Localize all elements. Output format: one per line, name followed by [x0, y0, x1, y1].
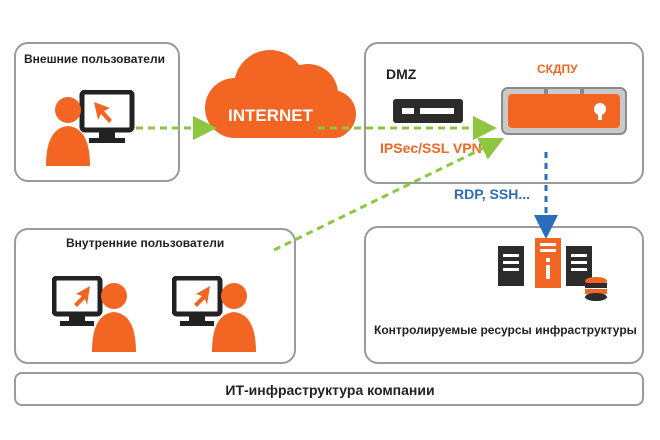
- skdpu-device-icon: [501, 87, 627, 135]
- company-it-box: [14, 372, 644, 406]
- resources-label: Контролируемые ресурсы инфраструктуры: [374, 323, 637, 337]
- internal-users-label: Внутренние пользователи: [66, 236, 225, 250]
- external-users-label: Внешние пользователи: [24, 52, 165, 66]
- dmz-label: DMZ: [386, 66, 417, 82]
- database-icon: [585, 277, 607, 301]
- cloud-icon: [205, 50, 356, 138]
- server-icon: [498, 246, 524, 286]
- firewall-device-icon: [393, 99, 463, 123]
- company-it-label: ИТ-инфраструктура компании: [225, 382, 435, 398]
- rdp-ssh-label: RDP, SSH...: [454, 186, 530, 202]
- user-computer-icon: [52, 276, 136, 352]
- skdpu-label: СКДПУ: [537, 62, 578, 76]
- server-icon: [535, 238, 561, 288]
- vpn-label: IPSec/SSL VPN: [380, 140, 482, 156]
- user-computer-icon: [46, 90, 135, 166]
- user-computer-icon: [172, 276, 256, 352]
- internet-label: INTERNET: [228, 106, 313, 125]
